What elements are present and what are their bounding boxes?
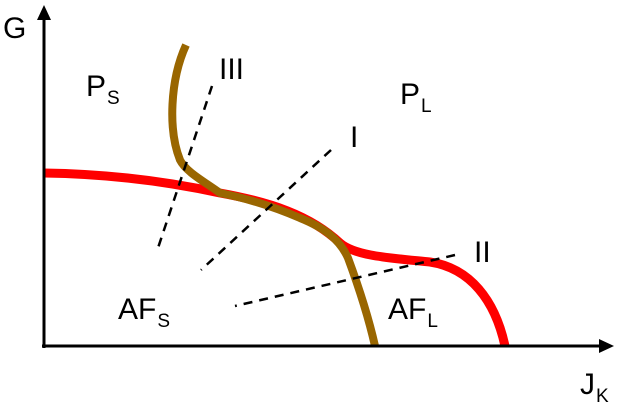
region-label-pl: PL: [400, 78, 432, 117]
path-label-ii: II: [474, 236, 491, 269]
region-label-ps: PS: [86, 70, 120, 109]
path-label-i: I: [350, 121, 359, 154]
x-axis-arrowhead-icon: [599, 339, 614, 353]
region-label-afs: AFS: [118, 293, 171, 332]
path-label-iii: III: [219, 53, 245, 86]
brown-phase-boundary: [168, 43, 379, 347]
dashed-path-iii: [156, 85, 214, 249]
y-axis-arrowhead-icon: [37, 5, 51, 20]
dashed-path-ii: [234, 253, 456, 308]
dashed-path-i: [200, 149, 332, 271]
region-label-afl: AFL: [388, 293, 438, 332]
x-axis-label: JK: [580, 368, 609, 407]
y-axis-label: G: [3, 12, 27, 45]
